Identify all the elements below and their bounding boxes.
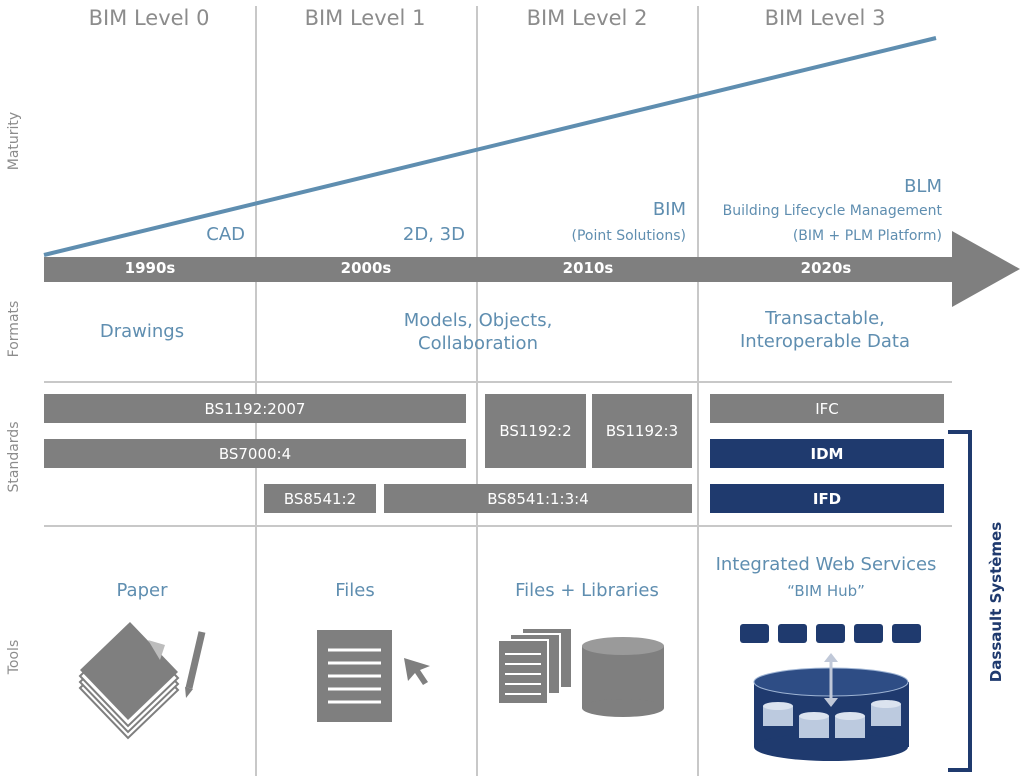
- row-label-maturity: Maturity: [6, 111, 22, 171]
- tool-label-paper: Paper: [116, 580, 168, 601]
- standard-label: BS1192:2: [499, 422, 572, 440]
- level-title-2: BIM Level 2: [526, 6, 648, 30]
- standard-label: BS1192:3: [605, 422, 679, 440]
- bidirectional-arrow-icon: [824, 653, 838, 707]
- phase-label-blm: BLM: [904, 176, 942, 197]
- phase-sub-blm-1: Building Lifecycle Management: [722, 203, 942, 219]
- standard-bs1192-2: BS1192:2: [485, 394, 586, 468]
- standard-idm: IDM: [710, 439, 944, 468]
- pencil-icon: [185, 631, 206, 698]
- decade-2000s: 2000s: [340, 259, 392, 277]
- standard-label: BS1192:2007: [204, 399, 306, 418]
- vendor-bracket: [948, 430, 972, 772]
- standard-label: IFD: [812, 489, 842, 508]
- level-title-1: BIM Level 1: [304, 6, 426, 30]
- standard-bs8541-2: BS8541:2: [264, 484, 376, 513]
- file-stack-icon: [497, 627, 573, 705]
- standard-bs1192-3: BS1192:3: [592, 394, 692, 468]
- standard-bs7000-4: BS7000:4: [44, 439, 466, 468]
- row-label-formats: Formats: [6, 300, 22, 358]
- format-models-line1: Models, Objects,: [403, 310, 553, 331]
- standard-ifc: IFC: [710, 394, 944, 423]
- phase-label-2d-3d: 2D, 3D: [402, 224, 465, 245]
- format-drawings: Drawings: [99, 321, 185, 342]
- tool-label-bim-hub: “BIM Hub”: [787, 582, 865, 600]
- standard-label: IFC: [815, 399, 839, 418]
- phase-sub-blm-2: (BIM + PLM Platform): [792, 228, 942, 244]
- timeline-arrow: [44, 231, 1020, 307]
- service-blocks-icon: [740, 624, 921, 643]
- standard-label: BS8541:1:3:4: [487, 489, 589, 508]
- maturity-line: [43, 36, 937, 257]
- decade-2010s: 2010s: [562, 259, 614, 277]
- row-label-tools: Tools: [6, 639, 22, 675]
- tool-label-web-services: Integrated Web Services: [715, 554, 937, 575]
- document-icon: [317, 630, 392, 722]
- paper-stack-icon: [78, 622, 180, 740]
- hub-database-icon: [753, 667, 909, 761]
- phase-sub-bim: (Point Solutions): [571, 228, 686, 244]
- phase-label-cad: CAD: [206, 224, 245, 245]
- standard-label: IDM: [810, 444, 844, 463]
- format-models-line2: Collaboration: [418, 333, 538, 354]
- standard-bs1192-2007: BS1192:2007: [44, 394, 466, 423]
- tool-label-files: Files: [335, 580, 375, 601]
- level-title-3: BIM Level 3: [764, 6, 886, 30]
- decade-2020s: 2020s: [800, 259, 852, 277]
- decade-1990s: 1990s: [124, 259, 176, 277]
- vendor-label: Dassault Systèmes: [987, 521, 1005, 683]
- tool-label-files-libraries: Files + Libraries: [515, 580, 659, 601]
- standard-ifd: IFD: [710, 484, 944, 513]
- format-transactable-line2: Interoperable Data: [740, 331, 910, 352]
- cursor-arrow-icon: [404, 658, 430, 685]
- standard-bs8541-1-3-4: BS8541:1:3:4: [384, 484, 692, 513]
- format-transactable-line1: Transactable,: [765, 308, 885, 329]
- database-icon: [582, 637, 664, 717]
- row-label-standards: Standards: [6, 421, 22, 493]
- phase-label-bim: BIM: [652, 199, 686, 220]
- standard-label: BS8541:2: [283, 489, 357, 508]
- level-title-0: BIM Level 0: [88, 6, 210, 30]
- standard-label: BS7000:4: [218, 444, 292, 463]
